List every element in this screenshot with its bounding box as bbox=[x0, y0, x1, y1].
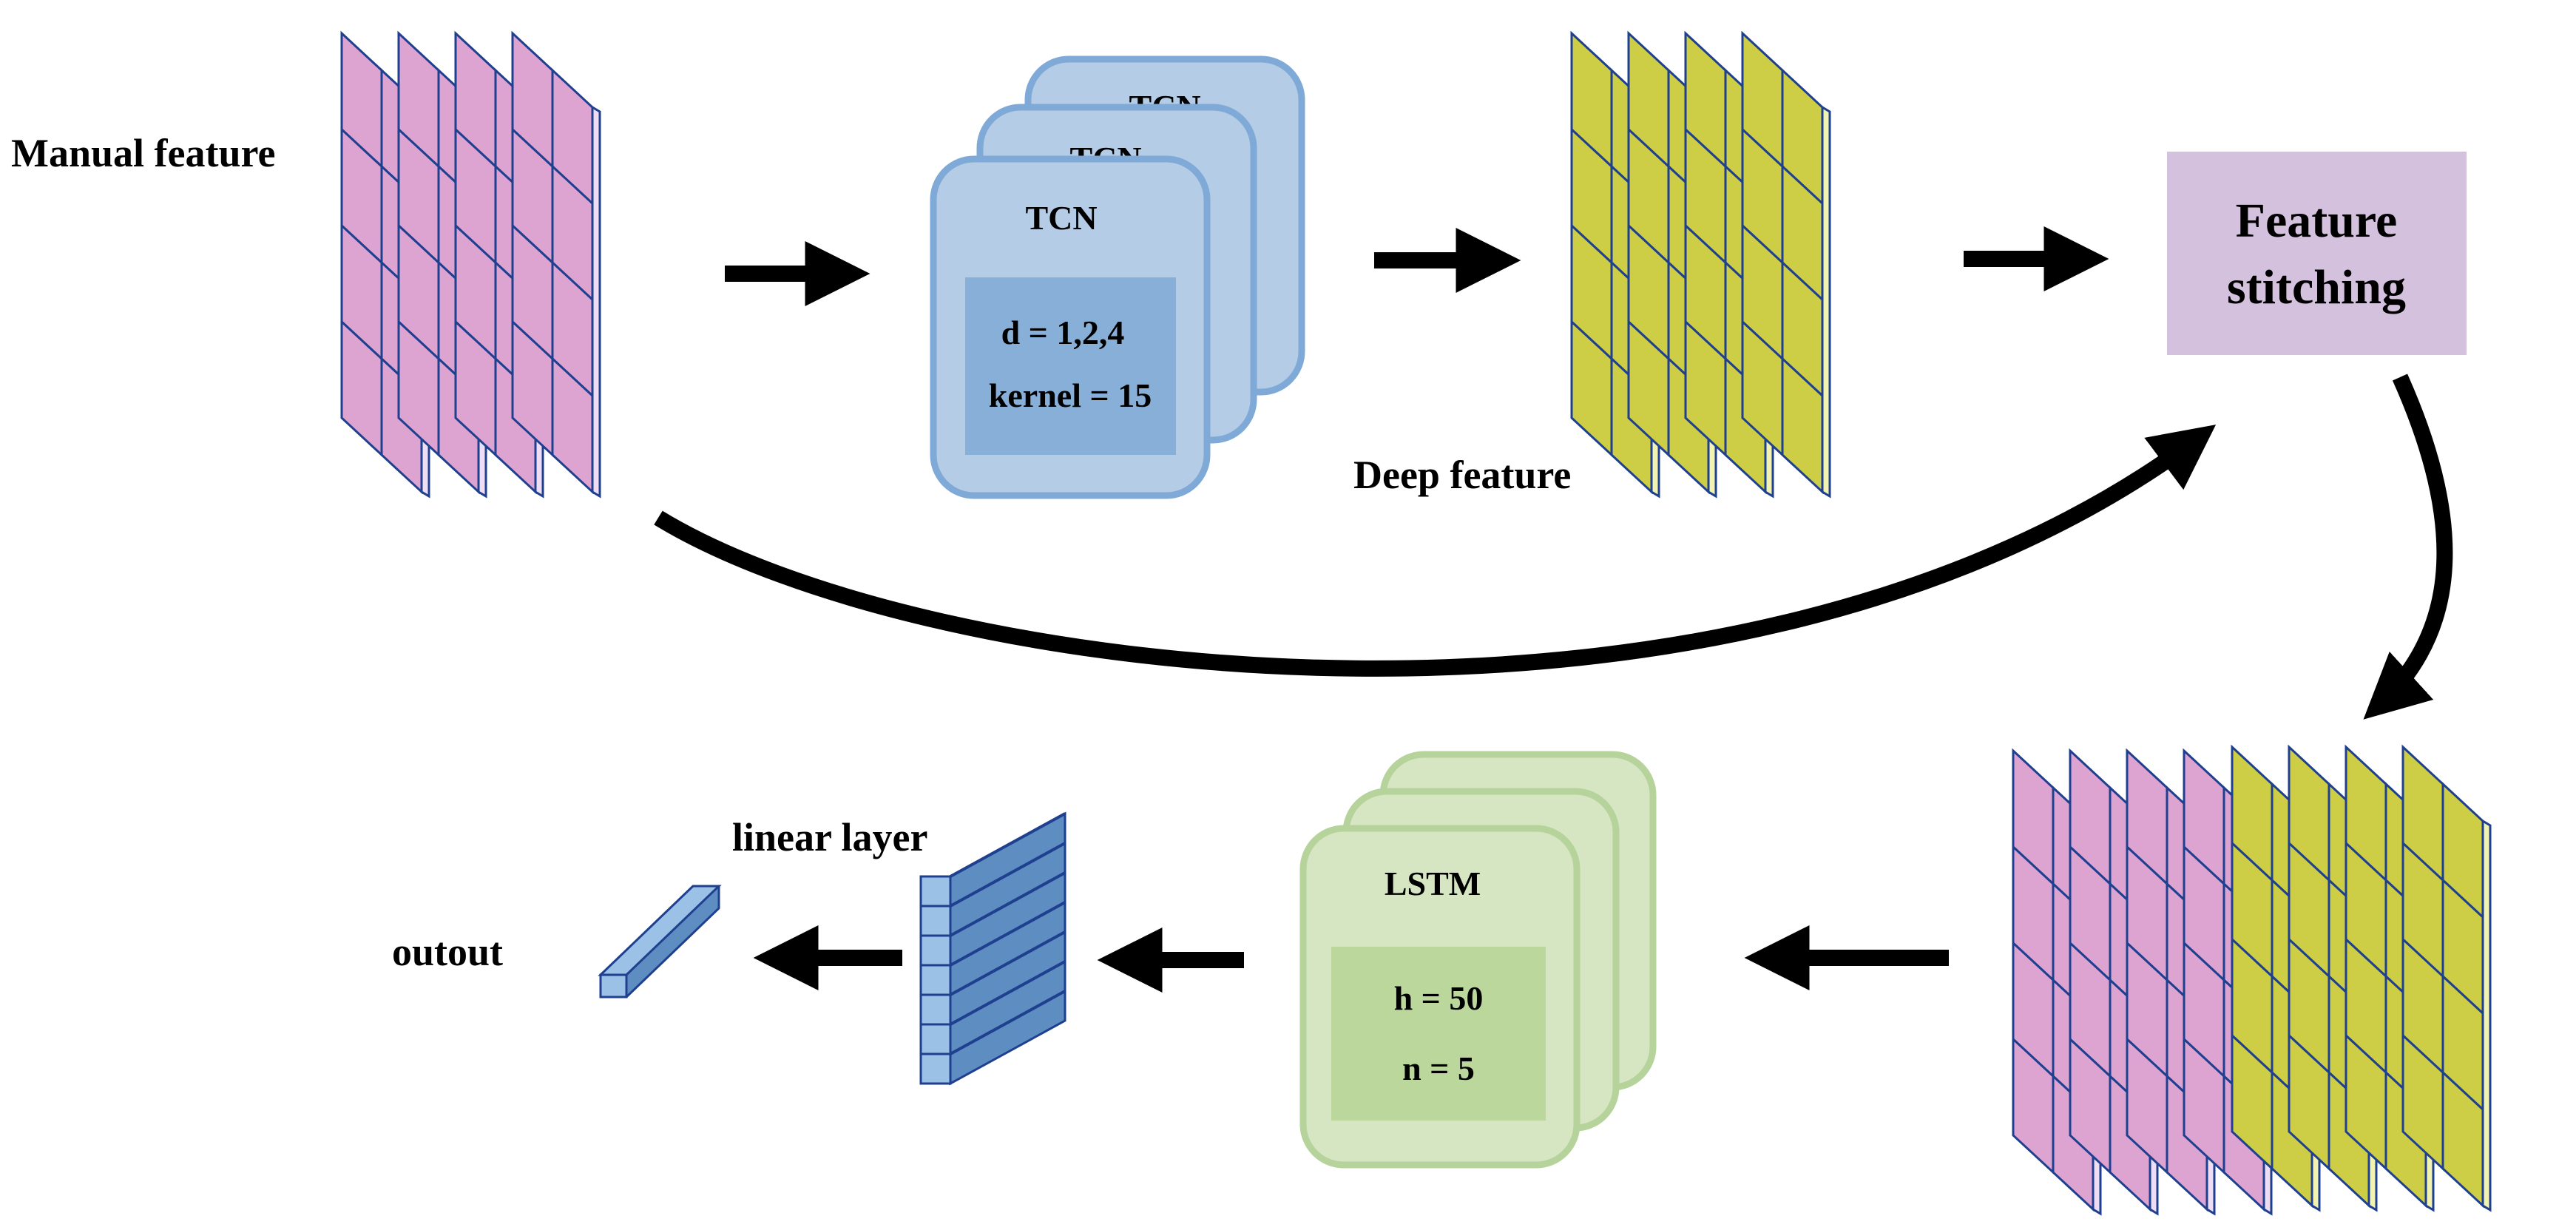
lstm-layers-text: n = 5 bbox=[1402, 1050, 1475, 1087]
linear-layer-divider bbox=[950, 871, 1066, 937]
output-bar-front bbox=[599, 973, 628, 998]
feature-stitching-rect bbox=[2167, 152, 2467, 355]
lstm-hidden-text: h = 50 bbox=[1394, 979, 1484, 1017]
lstm-title: LSTM bbox=[1385, 865, 1481, 902]
tcn-params-box bbox=[965, 277, 1176, 455]
feature-cell bbox=[551, 356, 594, 495]
linear-layer-divider bbox=[950, 901, 1066, 967]
tcn-title: TCN bbox=[1025, 199, 1097, 237]
output-block bbox=[598, 885, 722, 998]
tcn-block-stack: TCN TCN TCN d = 1,2,4 kernel = 15 bbox=[930, 55, 1305, 499]
linear-layer-divider bbox=[950, 930, 1066, 996]
combined-feature-grid bbox=[2012, 744, 2492, 1216]
feature-cell bbox=[2441, 1070, 2484, 1209]
skip-connection-arrow bbox=[654, 425, 2217, 677]
feature-slab bbox=[1741, 30, 1831, 499]
arrow-stitching-to-combined bbox=[2363, 374, 2453, 720]
manual-feature-grid bbox=[340, 30, 601, 499]
lstm-params-box bbox=[1331, 947, 1546, 1121]
feature-slab bbox=[2401, 744, 2492, 1212]
linear-layer-divider bbox=[950, 842, 1066, 908]
deep-feature-grid bbox=[1570, 30, 1831, 499]
feature-cell bbox=[1781, 356, 1824, 495]
tcn-dilation-text: d = 1,2,4 bbox=[1001, 314, 1125, 351]
feature-stitching-line2: stitching bbox=[2227, 260, 2406, 314]
linear-layer-label: linear layer bbox=[732, 815, 927, 859]
feature-stitching-line1: Feature bbox=[2236, 194, 2398, 248]
linear-layer-block bbox=[919, 811, 1066, 1086]
linear-layer-front bbox=[919, 875, 952, 1085]
linear-layer-divider bbox=[950, 812, 1066, 878]
lstm-block-stack: LSTM h = 50 n = 5 bbox=[1299, 751, 1657, 1169]
tcn-kernel-text: kernel = 15 bbox=[989, 376, 1152, 414]
feature-stitching-box: Feature stitching bbox=[2167, 152, 2467, 355]
manual-feature-label: Manual feature bbox=[11, 131, 275, 175]
deep-feature-label: Deep feature bbox=[1353, 453, 1571, 497]
linear-layer-divider bbox=[950, 990, 1066, 1055]
feature-slab bbox=[511, 30, 601, 499]
linear-layer-divider bbox=[950, 960, 1066, 1026]
output-label: outout bbox=[392, 930, 503, 974]
